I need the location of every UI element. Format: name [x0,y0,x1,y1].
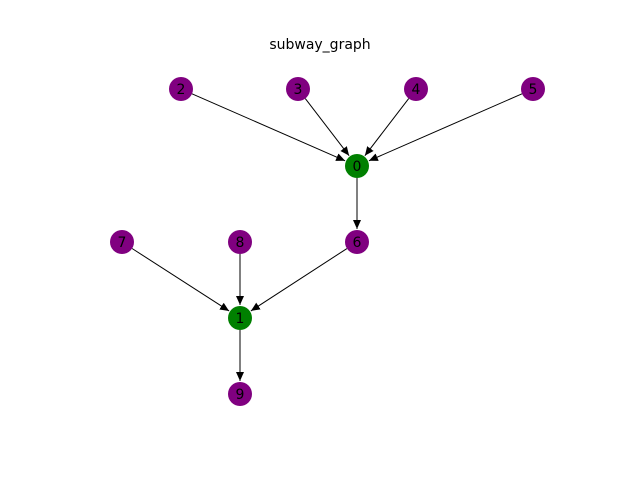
node-circle-8 [228,230,252,254]
node-label-3: 3 [294,82,303,98]
node-label-9: 9 [236,387,245,403]
edge-4-to-0 [364,98,410,156]
node-1: 1 [228,306,252,330]
node-8: 8 [228,230,252,254]
edge-2-to-0 [191,93,346,162]
node-9: 9 [228,382,252,406]
node-circle-3 [286,77,310,101]
graph-title: subway_graph [269,37,370,53]
node-5: 5 [521,77,545,101]
nodes-layer: 0 1 2 3 4 5 6 7 8 9 [110,77,545,406]
node-circle-0 [345,154,369,178]
edge-6-to-1 [250,248,348,312]
node-label-1: 1 [236,311,245,327]
node-circle-1 [228,306,252,330]
node-0: 0 [345,154,369,178]
node-label-0: 0 [353,159,362,175]
edge-7-to-1 [131,248,230,312]
node-2: 2 [169,77,193,101]
node-circle-6 [345,230,369,254]
node-circle-5 [521,77,545,101]
edge-3-to-0 [304,98,350,156]
node-circle-2 [169,77,193,101]
node-circle-4 [404,77,428,101]
node-4: 4 [404,77,428,101]
node-label-8: 8 [236,235,245,251]
node-circle-9 [228,382,252,406]
node-label-6: 6 [353,235,362,251]
edge-5-to-0 [368,93,523,162]
node-7: 7 [110,230,134,254]
node-label-4: 4 [412,82,421,98]
node-6: 6 [345,230,369,254]
edges-layer [131,93,523,381]
node-label-5: 5 [529,82,538,98]
node-label-7: 7 [118,235,127,251]
node-label-2: 2 [177,82,186,98]
node-circle-7 [110,230,134,254]
node-3: 3 [286,77,310,101]
